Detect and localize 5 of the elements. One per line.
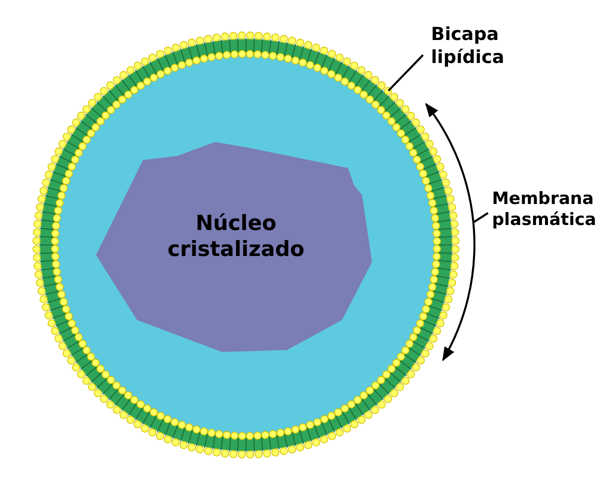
- leader-line: [388, 54, 424, 92]
- part-label: Membrana plasmática: [492, 189, 612, 237]
- nucleus-label: Núcleo cristalizado: [166, 210, 306, 262]
- leader-line: [473, 212, 489, 223]
- part-label: Bicapa lipídica: [431, 24, 551, 74]
